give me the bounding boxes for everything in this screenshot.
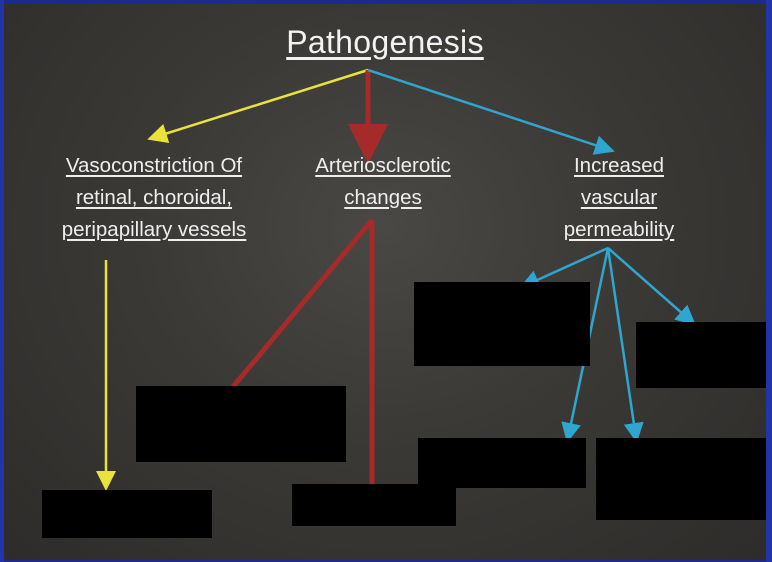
node-line: changes: [344, 186, 422, 209]
redacted-box: [636, 322, 766, 388]
frame-top-edge: [0, 0, 772, 4]
node-line: peripapillary vessels: [61, 218, 247, 241]
redacted-box: [136, 386, 346, 462]
node-line: Vasoconstriction Of: [65, 154, 243, 177]
node-line: permeability: [563, 218, 675, 241]
redacted-box: [418, 438, 586, 488]
connector-arrows: [96, 68, 696, 491]
arrow-title-to-left: [147, 68, 369, 144]
redacted-box: [414, 282, 590, 366]
frame-right-edge: [766, 0, 772, 562]
arrow-right-branch-1: [519, 246, 609, 289]
arrow-right-branch-2: [607, 247, 696, 326]
node-permeability: Increased vascular permeability: [536, 150, 702, 246]
node-line: Arteriosclerotic: [315, 154, 451, 177]
redacted-box: [42, 490, 212, 538]
redacted-box: [596, 438, 766, 520]
arrow-mid-diagonal: [230, 218, 374, 390]
node-line: vascular: [580, 186, 658, 209]
node-arteriosclerotic: Arteriosclerotic changes: [288, 150, 478, 214]
node-line: retinal, choroidal,: [75, 186, 233, 209]
frame-left-edge: [0, 0, 4, 562]
arrow-title-to-right: [367, 68, 615, 155]
slide-title: Pathogenesis: [286, 24, 484, 60]
redacted-box: [292, 484, 456, 526]
arrow-right-branch-4: [606, 247, 644, 443]
node-vasoconstriction: Vasoconstriction Of retinal, choroidal, …: [26, 150, 282, 246]
node-line: Increased: [573, 154, 665, 177]
slide: Pathogenesis Vasoconstriction Of retinal…: [4, 4, 766, 560]
